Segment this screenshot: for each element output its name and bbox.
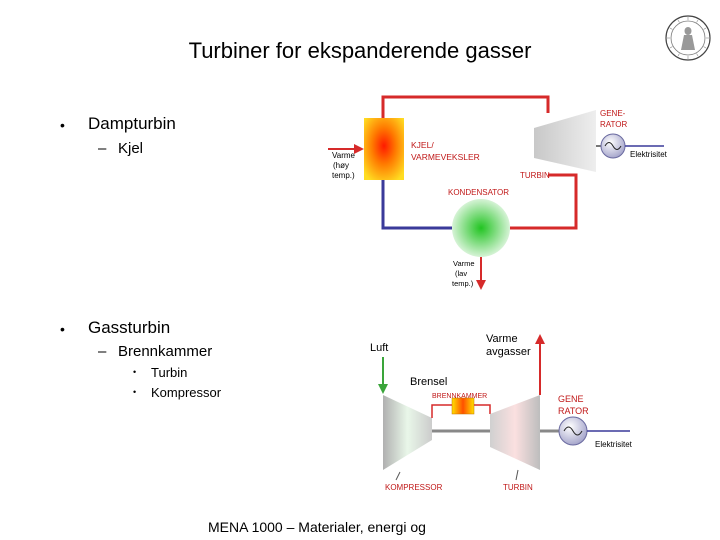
gas-turbine <box>490 395 540 470</box>
exhaust-label-2: avgasser <box>486 346 531 358</box>
heat-in-arrowhead <box>354 144 364 154</box>
steam-turbine-label: TURBIN <box>520 171 550 180</box>
boiler <box>364 118 404 180</box>
combustor <box>451 397 475 415</box>
steam-turbine <box>534 110 596 172</box>
turbine-pointer <box>515 469 519 481</box>
condenser <box>452 199 510 257</box>
boiler-label-1: KJEL/ <box>411 140 434 150</box>
air-arrowhead <box>378 384 388 394</box>
sub-brennkammer: Brennkammer <box>118 343 213 360</box>
ac-sine-icon <box>604 142 622 150</box>
steam-generator-label-2: RATOR <box>600 120 627 129</box>
ac-sine-icon <box>563 426 583 436</box>
subsub-kompressor: Kompressor <box>151 385 222 400</box>
sub-kjel: Kjel <box>118 140 144 157</box>
heat-out-label-3: temp.) <box>452 279 474 288</box>
heat-out-label-2: (lav <box>455 269 467 278</box>
steam-cycle-diagram: Varme (høy temp.) KJEL/ VARMEVEKSLER TUR… <box>328 95 668 290</box>
combustor-to-turbine-pipe <box>474 404 491 414</box>
subsub-marker: • <box>133 367 137 377</box>
combustor-label: BRENNKAMMER <box>432 393 487 400</box>
gas-generator-label-2: RATOR <box>558 406 589 416</box>
bullet-gassturbin: Gassturbin <box>88 318 171 337</box>
compressor <box>383 395 432 470</box>
condenser-label: KONDENSATOR <box>448 188 509 197</box>
steam-electricity-label: Elektrisitet <box>630 150 668 159</box>
compressor-label: KOMPRESSOR <box>385 483 443 492</box>
compressor-pointer <box>395 471 401 481</box>
air-to-combustor-pipe <box>431 404 452 418</box>
steam-generator-label-1: GENE- <box>600 109 626 118</box>
footer-text: MENA 1000 – Materialer, energi og <box>208 519 426 535</box>
gas-generator-label-1: GENE <box>558 394 584 404</box>
heat-in-label-3: temp.) <box>332 171 355 180</box>
condensate-pipe <box>381 180 452 230</box>
bullet-marker: • <box>60 321 65 337</box>
air-label: Luft <box>370 342 388 354</box>
subsub-marker: • <box>133 387 137 397</box>
hot-steam-pipe <box>381 95 550 118</box>
gas-turbine-diagram: Luft Varme avgasser Brensel BRENNKAMMER … <box>370 333 633 492</box>
slide-title: Turbiner for ekspanderende gasser <box>188 38 532 63</box>
exhaust-label-1: Varme <box>486 333 518 345</box>
heat-in-label-2: (høy <box>333 161 349 170</box>
boiler-label-2: VARMEVEKSLER <box>411 152 480 162</box>
bullet-dampturbin: Dampturbin <box>88 114 176 133</box>
sub-marker: – <box>98 343 107 360</box>
heat-out-arrowhead <box>476 280 486 290</box>
gas-electricity-label: Elektrisitet <box>595 440 633 449</box>
gas-turbine-label: TURBIN <box>503 483 533 492</box>
university-seal-icon <box>665 15 711 61</box>
exhaust-arrowhead <box>535 334 545 344</box>
heat-out-label-1: Varme <box>453 259 475 268</box>
fuel-label: Brensel <box>410 376 447 388</box>
sub-marker: – <box>98 140 107 157</box>
heat-in-label-1: Varme <box>332 151 356 160</box>
bullet-marker: • <box>60 117 65 133</box>
subsub-turbin: Turbin <box>151 365 188 380</box>
exhaust-pipe <box>510 173 578 230</box>
